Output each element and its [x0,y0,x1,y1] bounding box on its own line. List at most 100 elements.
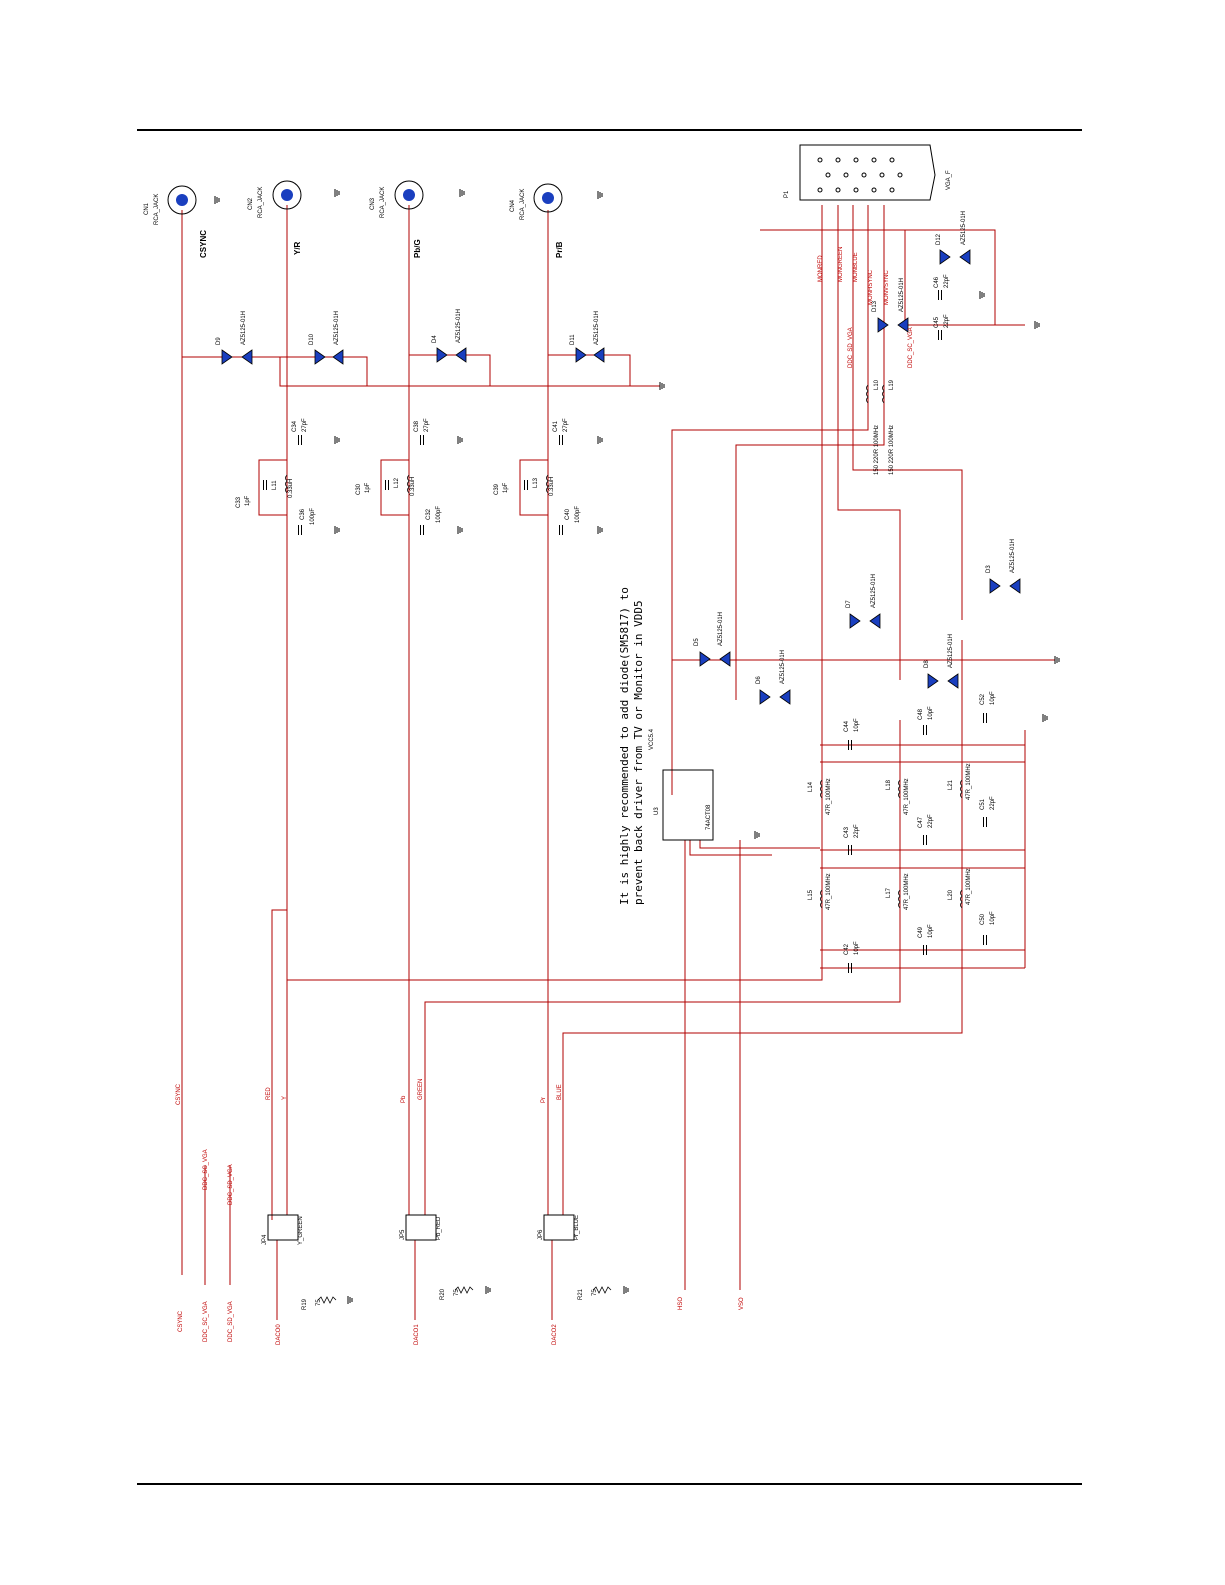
ind-val-l13: 0.33uH [549,477,555,496]
jumper-jp6-body [543,1214,575,1241]
cap-val-c34: 27pF [302,418,308,432]
ic-u3-body [662,769,714,841]
port-ddc-sd: DDC_SD_VGA [228,1301,234,1342]
diode-part-d4: AZ5125-01H [456,309,462,343]
cap-ref-c33: C33 [236,496,242,508]
ind-ref-l15: L15 [808,889,814,900]
cap-ref-c38: C38 [414,420,420,432]
res-ref-r19: R19 [302,1298,308,1310]
cap-val-c38: 27pF [424,418,430,432]
cap-val-c47: 22pF [928,814,934,828]
note-line-2: prevent back driver from TV or Monitor i… [632,600,645,905]
cap-val-c52: 10pF [990,691,996,705]
net-ddc-sc: DDC_SC_VGA [203,1149,209,1190]
jumper-jp4-body [267,1214,299,1241]
cap-ref-c41: C41 [553,420,559,432]
res-ref-r20: R20 [440,1288,446,1300]
diode-ref-d10: D10 [309,333,315,345]
cn3-signal: Pb/G [413,239,422,258]
ind-val-l10: 150 220R 100MHz [874,425,880,475]
jp4-ref: JP4 [262,1234,268,1245]
cap-ref-c39: C39 [494,483,500,495]
cap-ref-c51: C51 [980,798,986,810]
cap-val-c42: 10pF [854,941,860,955]
net-blue: BLUE [557,1084,563,1100]
ind-val-l12: 0.33uH [410,477,416,496]
cap-ref-c46: C46 [934,276,940,288]
cap-val-c45: 22pF [944,314,950,328]
ind-val-l18: 47R_100MHz [904,778,910,815]
diode-part-d7: AZ5125-01H [871,574,877,608]
cap-val-c48: 10pF [928,706,934,720]
ic-ref: U3 [654,807,660,815]
cap-val-c36: 100pF [310,508,316,525]
port-csync: CSYNC [178,1310,184,1332]
cn4-ref: CN4 [510,199,516,212]
port-daco2: DACO2 [552,1324,558,1345]
res-ref-r21: R21 [578,1288,584,1300]
ind-ref-l10: L10 [874,379,880,390]
cap-val-c32: 100pF [436,506,442,523]
top-rule [137,129,1082,131]
diode-part-d5: AZ5125-01H [718,612,724,646]
ind-val-l14: 47R_100MHz [826,778,832,815]
net-y: Y [282,1096,288,1100]
diode-part-d13: AZ5125-01H [899,278,905,312]
cn4-signal: Pr/B [555,241,564,258]
jp5-ref: JP5 [400,1229,406,1240]
res-val-r19: 75 [316,1299,322,1306]
cap-ref-c44: C44 [844,720,850,732]
net-red: RED [266,1087,272,1100]
diode-part-d12: AZ5125-01H [961,211,967,245]
diode-ref-d5: D5 [694,638,700,646]
net-ddc-sd-vga: DDC_SD_VGA [848,327,854,368]
cap-val-c50: 10pF [990,911,996,925]
cap-ref-c45: C45 [934,316,940,328]
cap-ref-c49: C49 [918,926,924,938]
ind-ref-l21: L21 [948,779,954,790]
cap-val-c49: 10pF [928,924,934,938]
cn1-ref: CN1 [144,202,150,215]
diode-ref-d6: D6 [756,676,762,684]
ind-val-l11: 0.33uH [288,479,294,498]
cap-ref-c52: C52 [980,693,986,705]
cap-ref-c48: C48 [918,708,924,720]
diode-ref-d7: D7 [846,600,852,608]
cap-ref-c42: C42 [844,943,850,955]
ind-val-l19: 150 220R 100MHz [889,425,895,475]
cn2-ref: CN2 [248,197,254,210]
rca-jacks [167,180,603,215]
cap-ref-c47: C47 [918,816,924,828]
net-monhsync: MONHSYNC [868,269,874,305]
ind-ref-l11: L11 [272,480,278,490]
jp6-label: Pr_BLUE [574,1215,580,1240]
res-val-r21: 75 [592,1289,598,1296]
ic-part: 74ACT08 [706,804,712,830]
cap-val-c39: 1pF [503,482,509,493]
net-mongreen: MONGREEN [838,247,844,282]
cap-ref-c30: C30 [356,483,362,495]
vga-connector-body [799,144,936,201]
cap-ref-c36: C36 [300,508,306,520]
cap-ref-c34: C34 [292,420,298,432]
note-line-1: It is highly recommended to add diode(SM… [618,587,631,905]
cap-val-c43: 22pF [854,824,860,838]
cn1-signal: CSYNC [199,230,208,258]
cn2-part: RCA_JACK [258,187,264,218]
inductor-symbols [285,384,963,1304]
ground-symbols [334,290,1060,1305]
net-monred: MONRED [818,255,824,282]
cap-val-c40: 100pF [575,506,581,523]
net-pb: Pb [401,1095,407,1103]
ic-supply: VCC5.4 [649,728,655,750]
cn4-part: RCA_JACK [520,189,526,220]
cn3-ref: CN3 [370,197,376,210]
diode-ref-d13: D13 [872,300,878,312]
diode-part-d3: AZ5125-01H [1010,539,1016,573]
diode-symbols [221,249,1021,705]
net-green: GREEN [418,1079,424,1100]
diode-part-d6: AZ5125-01H [780,650,786,684]
cap-val-c33: 1pF [245,495,251,506]
ind-ref-l17: L17 [886,887,892,898]
